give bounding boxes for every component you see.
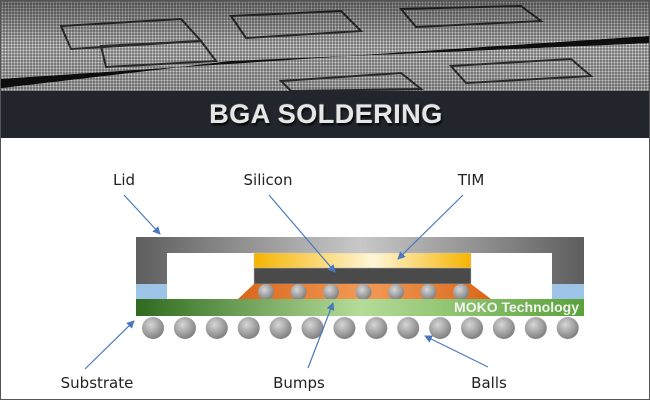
lid-seal-left xyxy=(136,284,167,299)
solder-ball xyxy=(142,317,164,339)
tim-layer xyxy=(253,252,472,269)
silicon-label: Silicon xyxy=(244,171,293,189)
bga-cross-section-diagram: MOKO Technology Lid Silicon TIM Substrat… xyxy=(61,171,584,392)
bump xyxy=(323,284,339,300)
lid-arrow xyxy=(123,194,161,235)
bump xyxy=(420,284,437,300)
balls-label: Balls xyxy=(471,374,507,392)
solder-ball xyxy=(556,317,579,339)
tim-label: TIM xyxy=(457,171,485,189)
balls-arrow xyxy=(424,335,489,368)
substrate-label: Substrate xyxy=(61,374,134,392)
solder-ball xyxy=(269,317,292,339)
tim-arrow xyxy=(397,194,464,260)
bga-chips-photo xyxy=(1,1,649,91)
solder-ball xyxy=(301,317,324,339)
silicon-die xyxy=(253,267,472,285)
solder-ball xyxy=(492,317,515,339)
solder-ball xyxy=(333,317,356,339)
title-banner: BGA SOLDERING xyxy=(1,91,649,138)
solder-ball xyxy=(429,317,452,339)
solder-ball xyxy=(205,317,228,339)
substrate-arrow xyxy=(84,320,135,370)
bump xyxy=(290,284,307,300)
lid-label: Lid xyxy=(113,171,135,189)
solder-ball xyxy=(237,317,260,339)
bump xyxy=(453,284,469,300)
silicon-arrow xyxy=(268,194,336,273)
solder-ball xyxy=(461,317,483,339)
lid-seal-right xyxy=(552,284,584,299)
solder-ball xyxy=(524,317,547,339)
bumps-label: Bumps xyxy=(273,374,325,392)
bump xyxy=(258,284,274,300)
page-title: BGA SOLDERING xyxy=(209,99,443,129)
bumps-arrow xyxy=(307,302,335,369)
solder-ball xyxy=(397,317,420,339)
watermark: MOKO Technology xyxy=(454,299,579,315)
solder-ball xyxy=(173,317,196,339)
lid xyxy=(136,237,584,284)
solder-ball xyxy=(365,317,388,339)
bumps-group xyxy=(258,284,469,300)
bump xyxy=(355,284,372,300)
bump xyxy=(388,284,404,300)
substrate xyxy=(136,299,584,316)
balls-group xyxy=(142,317,579,339)
